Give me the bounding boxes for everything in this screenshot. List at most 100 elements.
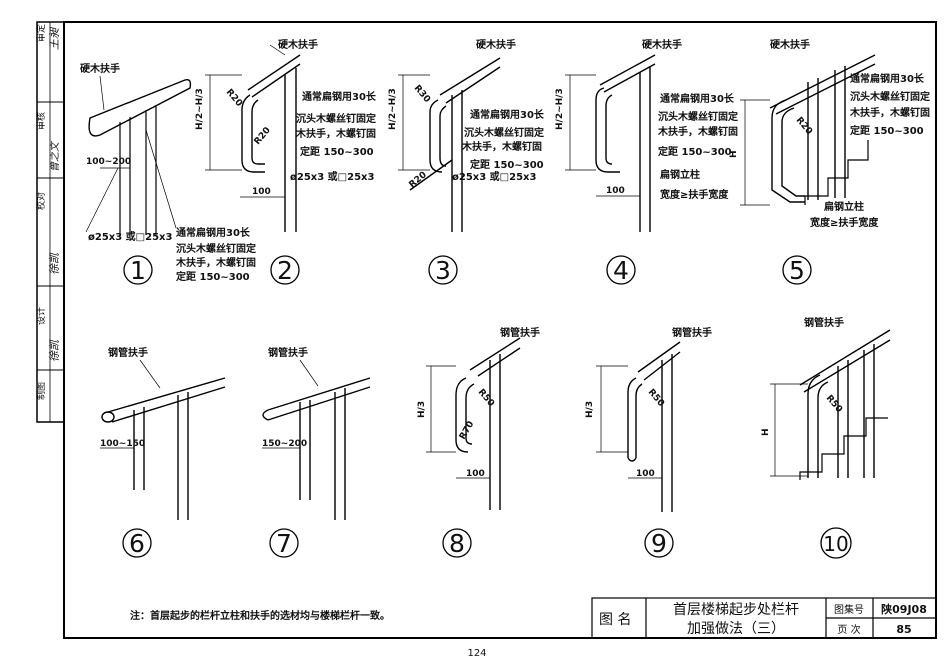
fig-num-10: 10 bbox=[823, 532, 848, 556]
fig2-screws-a: 沉头木螺丝钉固定 bbox=[296, 112, 376, 125]
fig1-handrail-label: 硬木扶手 bbox=[80, 62, 120, 75]
fig2-r20-top: R20 bbox=[224, 88, 244, 109]
fig8-r70: R70 bbox=[458, 420, 476, 442]
fig10-handrail-label: 钢管扶手 bbox=[804, 316, 844, 329]
fig2-h-label: H/2~H/3 bbox=[195, 88, 205, 130]
fig5-r20: R20 bbox=[794, 116, 814, 137]
fig-num-2: 2 bbox=[277, 256, 293, 285]
fig1-screws-a: 沉头木螺丝钉固定 bbox=[176, 242, 256, 255]
fig4-h-label: H/2~H/3 bbox=[555, 88, 565, 130]
title-block bbox=[591, 597, 937, 639]
role-design: 设计 bbox=[35, 307, 47, 325]
page-label: 页 次 bbox=[837, 623, 860, 636]
role-approve: 审定 bbox=[35, 24, 47, 42]
fig-num-3: 3 bbox=[435, 256, 451, 285]
figure-4 bbox=[565, 54, 656, 232]
fig7-dim: 150~200 bbox=[262, 439, 307, 449]
fig3-flatsteel-label: 通常扁钢用30长 bbox=[470, 108, 545, 121]
fig1-screws-b: 木扶手，木螺钉固 bbox=[175, 256, 256, 269]
name-check: 曾之文 bbox=[49, 140, 61, 172]
title-line-2: 加强做法（三） bbox=[687, 621, 785, 637]
fig5-post-label: 扁钢立柱 bbox=[824, 200, 864, 213]
figure-8 bbox=[426, 337, 521, 510]
name-approve: 王昶 bbox=[48, 26, 61, 50]
fig4-screws-b: 木扶手，木螺钉固 bbox=[657, 125, 738, 138]
fig1-screws-c: 定距 150~300 bbox=[176, 270, 250, 283]
fig10-r50: R50 bbox=[824, 394, 844, 415]
fig2-flatsteel-label: 通常扁钢用30长 bbox=[302, 90, 377, 103]
atlas-label: 图集号 bbox=[834, 603, 864, 616]
fig1-dim-100-200: 100~200 bbox=[86, 157, 131, 167]
figure-10 bbox=[770, 329, 891, 480]
role-review: 审核 bbox=[35, 112, 47, 130]
fig8-r50: R50 bbox=[476, 388, 496, 409]
fig2-screws-c: 定距 150~300 bbox=[300, 145, 374, 158]
atlas-value: 陕09J08 bbox=[881, 602, 927, 616]
page-value: 85 bbox=[896, 623, 911, 636]
figure-2 bbox=[205, 44, 301, 232]
page-number: 124 bbox=[467, 648, 486, 659]
figure-1 bbox=[85, 75, 192, 235]
role-draw: 制图 bbox=[35, 382, 47, 400]
fig4-screws-c: 定距 150~300 bbox=[658, 145, 732, 158]
fig9-h-label: H/3 bbox=[585, 401, 595, 418]
fig4-flatsteel-label: 通常扁钢用30长 bbox=[660, 92, 735, 105]
fig9-r50: R50 bbox=[646, 388, 666, 409]
fig4-dim-100: 100 bbox=[606, 186, 625, 196]
fig2-section-label: ø25x3 或□25x3 bbox=[290, 170, 374, 183]
fig3-h-label: H/2~H/3 bbox=[388, 88, 398, 130]
fig5-h-label: H bbox=[729, 150, 739, 158]
figure-9 bbox=[596, 341, 681, 512]
fig5-screws-c: 定距 150~300 bbox=[850, 124, 924, 137]
fig7-handrail-label: 钢管扶手 bbox=[268, 346, 308, 359]
fig2-handrail-label: 硬木扶手 bbox=[278, 38, 318, 51]
fig1-section-label: ø25x3 或□25x3 bbox=[88, 230, 172, 243]
fig4-post-label: 扁钢立柱 bbox=[660, 168, 700, 181]
fig3-section-label: ø25x3 或□25x3 bbox=[452, 170, 536, 183]
fig3-screws-c: 定距 150~300 bbox=[470, 158, 544, 171]
fig-num-9: 9 bbox=[651, 529, 667, 558]
role-check: 校对 bbox=[35, 192, 47, 210]
title-line-1: 首层楼梯起步处栏杆 bbox=[673, 602, 799, 618]
figure-7 bbox=[262, 359, 371, 520]
fig8-dim-100: 100 bbox=[466, 469, 485, 479]
title-name-label: 图 名 bbox=[599, 612, 631, 628]
fig1-flatsteel-label: 通常扁钢用30长 bbox=[176, 226, 251, 239]
name-design: 徐凯 bbox=[48, 252, 61, 275]
fig9-dim-100: 100 bbox=[636, 469, 655, 479]
figure-6 bbox=[100, 359, 226, 520]
signature-strip: 审定 王昶 审核 校对 曾之文 设计 徐凯 制图 徐凯 bbox=[35, 21, 65, 423]
fig5-screws-b: 木扶手，木螺钉固 bbox=[849, 106, 930, 119]
figure-5 bbox=[740, 54, 876, 206]
fig5-flatsteel-label: 通常扁钢用30长 bbox=[850, 72, 925, 85]
fig-num-4: 4 bbox=[613, 256, 629, 285]
fig3-screws-b: 木扶手，木螺钉固 bbox=[461, 140, 542, 153]
fig3-r20: R20 bbox=[408, 170, 429, 190]
fig3-screws-a: 沉头木螺丝钉固定 bbox=[464, 126, 544, 139]
fig4-screws-a: 沉头木螺丝钉固定 bbox=[658, 110, 738, 123]
fig3-handrail-label: 硬木扶手 bbox=[476, 38, 516, 51]
fig9-handrail-label: 钢管扶手 bbox=[672, 326, 712, 339]
fig10-h-label: H bbox=[761, 428, 771, 436]
fig2-r20-bottom: R20 bbox=[253, 126, 273, 147]
fig5-width-label: 宽度≥扶手宽度 bbox=[809, 216, 879, 229]
fig-num-5: 5 bbox=[789, 256, 805, 285]
figure-3 bbox=[398, 57, 501, 232]
fig8-handrail-label: 钢管扶手 bbox=[500, 326, 540, 339]
figure-numbers bbox=[122, 255, 852, 559]
fig-num-1: 1 bbox=[130, 256, 146, 285]
fig3-r30: R30 bbox=[412, 84, 432, 105]
fig6-handrail-label: 钢管扶手 bbox=[108, 346, 148, 359]
fig4-handrail-label: 硬木扶手 bbox=[642, 38, 682, 51]
fig6-dim: 100~150 bbox=[100, 439, 145, 449]
fig2-screws-b: 木扶手，木螺钉固 bbox=[295, 127, 376, 140]
fig2-dim-100: 100 bbox=[252, 187, 271, 197]
fig5-handrail-label: 硬木扶手 bbox=[770, 38, 810, 51]
name-draw: 徐凯 bbox=[48, 339, 61, 362]
footnote: 注：首层起步的栏杆立柱和扶手的选材均与楼梯栏杆一致。 bbox=[130, 609, 390, 622]
fig-num-7: 7 bbox=[276, 529, 292, 558]
fig4-width-label: 宽度≥扶手宽度 bbox=[659, 188, 729, 201]
fig-num-8: 8 bbox=[449, 529, 465, 558]
fig5-screws-a: 沉头木螺丝钉固定 bbox=[850, 90, 930, 103]
